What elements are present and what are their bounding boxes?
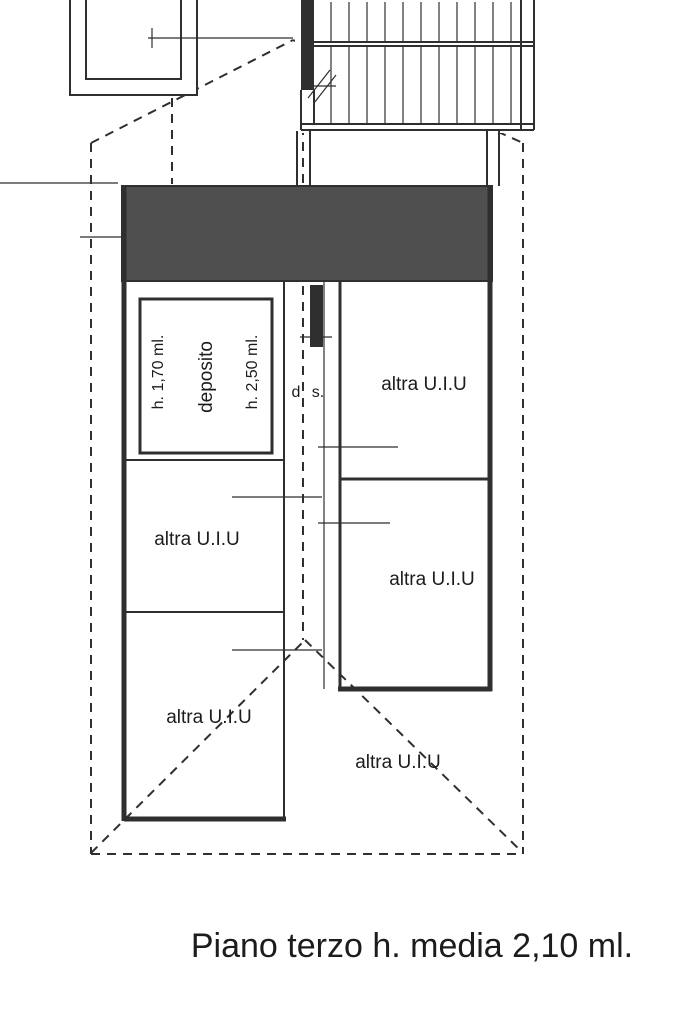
- corridor-label-d: d: [292, 384, 301, 401]
- stair-break-mark: [302, 69, 337, 104]
- deposito-height-right-label: h. 2,50 ml.: [244, 335, 261, 410]
- stair-treads-lower: [330, 46, 512, 124]
- deposito-room: [138, 297, 274, 455]
- corridor-label-s: s.: [312, 384, 324, 401]
- room-label-mid-right: altra U.I.U: [389, 569, 475, 590]
- balcony: [69, 0, 293, 96]
- stair-wall: [301, 0, 314, 90]
- room-label-top-right: altra U.I.U: [381, 374, 467, 395]
- stair-connector-walls: [296, 131, 500, 186]
- building-outline: [121, 186, 493, 822]
- roof-boundary-dashed: [90, 39, 524, 855]
- room-label-bottom-right: altra U.I.U: [355, 752, 441, 773]
- interior-walls: [124, 281, 490, 819]
- room-label-mid-left: altra U.I.U: [154, 529, 240, 550]
- room-label-bottom-left: altra U.I.U: [166, 707, 252, 728]
- top-terrace-band: [121, 185, 493, 282]
- staircase: [295, 0, 538, 133]
- stair-borders: [300, 0, 535, 131]
- labels: altra U.I.U altra U.I.U altra U.I.U altr…: [150, 335, 633, 965]
- deposito-height-left-label: h. 1,70 ml.: [150, 335, 167, 410]
- deposito-label: deposito: [196, 341, 217, 413]
- stair-treads-upper: [330, 2, 512, 42]
- plan-caption: Piano terzo h. media 2,10 ml.: [191, 927, 633, 965]
- flue-block: [310, 285, 323, 347]
